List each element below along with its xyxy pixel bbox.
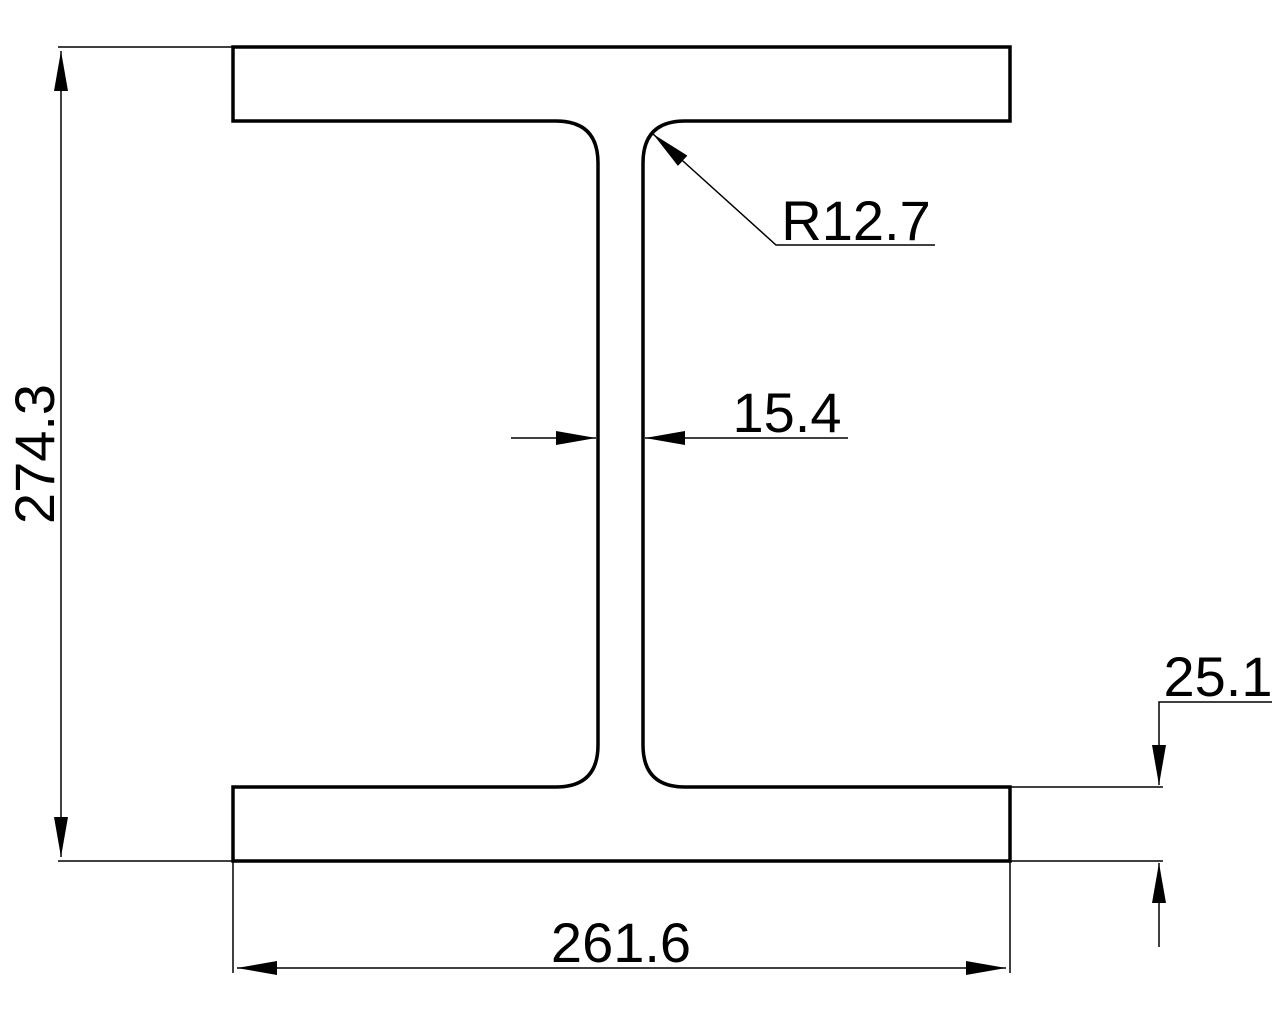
dimension-web-thickness: 15.4 (511, 381, 848, 445)
dimension-label-fillet-radius: R12.7 (781, 189, 930, 252)
dimension-overall-height: 274.3 (3, 46, 233, 862)
dimension-fillet-radius: R12.7 (652, 133, 935, 252)
dimension-flange-width: 261.6 (232, 861, 1011, 975)
i-beam-profile (231, 45, 1012, 863)
dimension-label-flange-width: 261.6 (551, 911, 691, 974)
dimension-label-web-thickness: 15.4 (733, 381, 842, 444)
dimension-label-flange-thickness: 25.1 (1164, 645, 1273, 708)
dimension-flange-thickness: 25.1 (1010, 645, 1273, 947)
dimension-label-overall-height: 274.3 (3, 384, 66, 524)
